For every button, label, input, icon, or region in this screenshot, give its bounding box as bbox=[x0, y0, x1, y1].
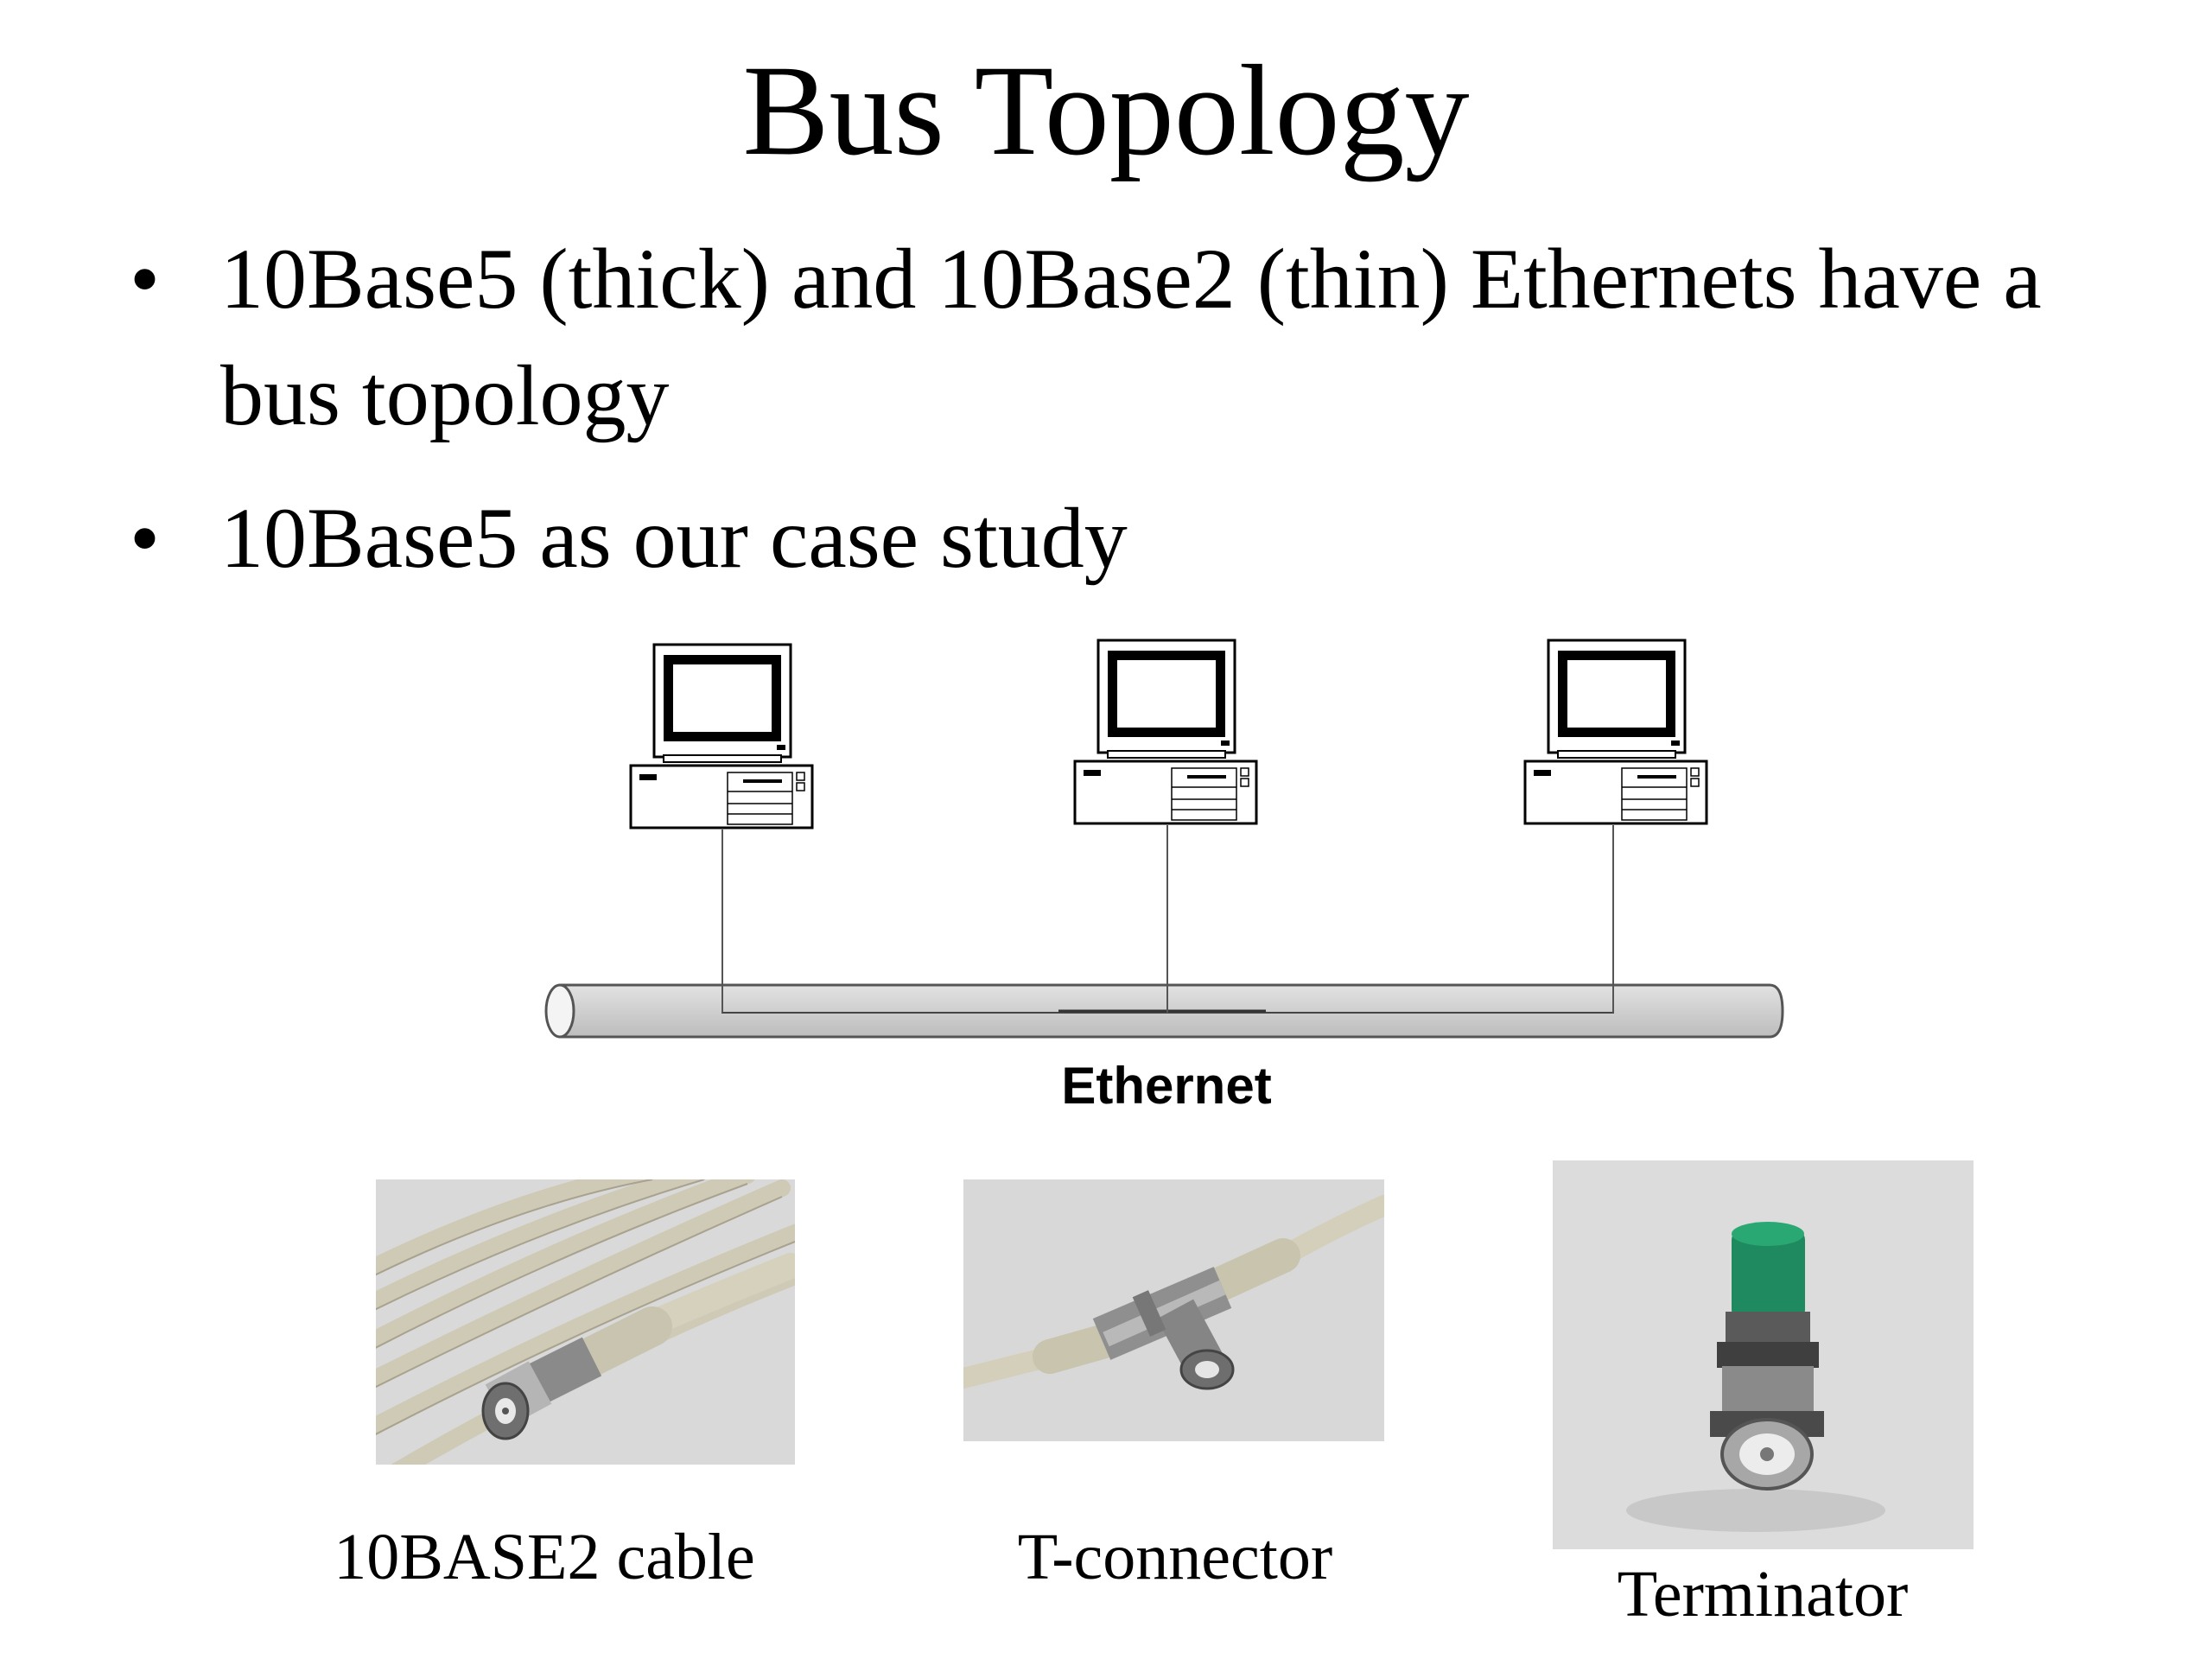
bullet-list: •10Base5 (thick) and 10Base2 (thin) Ethe… bbox=[130, 220, 2117, 622]
bullet-item: •10Base5 (thick) and 10Base2 (thin) Ethe… bbox=[130, 220, 2117, 454]
bullet-dot-icon: • bbox=[130, 231, 161, 327]
computer-2-icon bbox=[1073, 639, 1258, 825]
terminator-photo bbox=[1553, 1160, 1974, 1549]
slide-title: Bus Topology bbox=[742, 39, 1470, 182]
bullet-dot-icon: • bbox=[130, 490, 161, 586]
ethernet-bus-cable bbox=[544, 983, 1784, 1039]
t-connector-photo bbox=[963, 1179, 1384, 1441]
t-connector-caption: T-connector bbox=[1017, 1521, 1333, 1593]
coaxial-cable-photo bbox=[376, 1179, 795, 1465]
computer-1-icon bbox=[629, 643, 814, 830]
cable-caption: 10BASE2 cable bbox=[334, 1521, 755, 1593]
computer-3-icon bbox=[1523, 639, 1708, 825]
terminator-caption: Terminator bbox=[1617, 1558, 1909, 1630]
bullet-item: •10Base5 as our case study bbox=[130, 480, 2117, 596]
ethernet-label: Ethernet bbox=[1061, 1057, 1272, 1115]
